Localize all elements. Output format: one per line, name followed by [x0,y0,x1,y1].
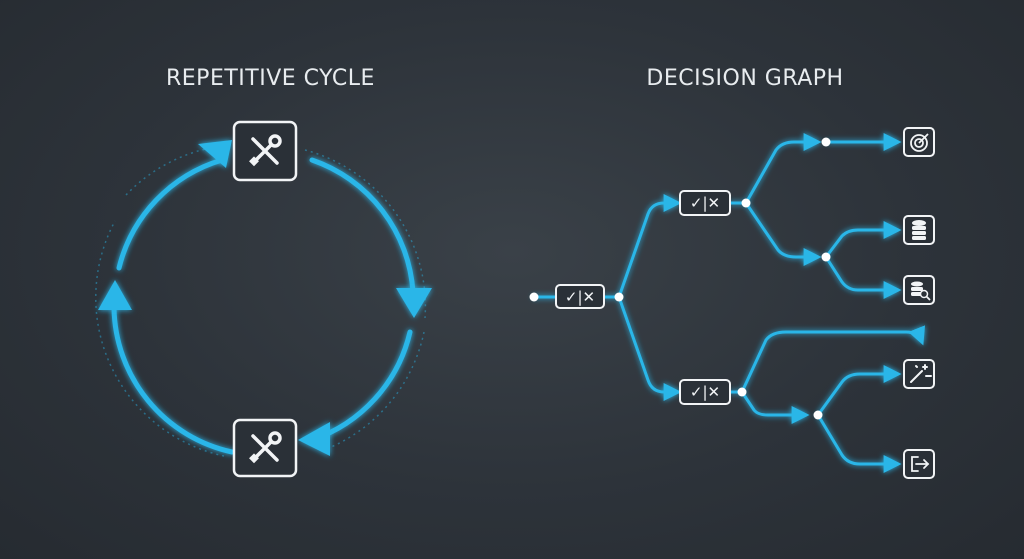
cycle-arrowhead-top [198,140,232,168]
cycle-arrowhead-left [98,280,132,310]
junction-dot [813,410,823,420]
edge-upper-to-junction-a [744,133,822,205]
junction-dot [614,292,624,302]
database-icon [912,220,926,240]
cycle-arc-top-right [309,157,416,295]
edge-junction-b-to-database [824,221,902,259]
outcome-exit [903,449,935,479]
junction-dot [821,137,831,147]
decision-node-root: ✓|✕ [555,284,605,309]
edge-upper-to-junction-b [744,201,822,266]
graph-title: DECISION GRAPH [646,66,844,91]
tools-icon [249,134,282,167]
start-dot [529,292,539,302]
edge-lower-to-wand-top [740,325,925,394]
cycle-arc-left [111,305,235,455]
cycle-arrowhead-bottom [298,422,330,456]
cycle-dotted-ring-bottom [323,331,425,451]
cycle-dotted-ring-left [95,220,225,457]
cycle-arc-top-left [116,157,225,271]
decision-graph: ✓|✕ ✓|✕ ✓|✕ [529,127,935,479]
outcome-magic-wand [903,359,935,389]
decision-node-upper: ✓|✕ [679,190,731,216]
edge-junction-c-to-exit [816,413,902,473]
edge-junction-b-to-search [824,255,902,299]
junction-dots [529,137,831,420]
decision-label: ✓|✕ [565,288,595,306]
cycle-dotted-ring-top [125,147,211,196]
cycle-arrowhead-right [396,288,432,318]
cycle-dotted-ring-right [304,149,427,319]
tools-icon [249,431,282,464]
cycle-title: REPETITIVE CYCLE [166,66,375,91]
target-icon [910,133,929,152]
cycle-diagram [95,120,432,478]
junction-dot [821,252,831,262]
junction-dot [741,198,751,208]
decision-label: ✓|✕ [690,194,720,212]
edge-to-lower-decision [617,295,682,401]
cycle-node-top [232,120,298,182]
database-search-icon [911,281,931,301]
outcome-database [903,215,935,245]
decision-node-lower: ✓|✕ [679,379,731,405]
junction-dot [737,387,747,397]
outcome-database-search [903,275,935,305]
outcome-target [903,127,935,157]
cycle-node-bottom [232,418,298,478]
edge-lower-to-junction-c [740,390,810,424]
magic-wand-icon [910,364,932,383]
exit-icon [911,456,930,472]
cycle-arc-bottom-right [309,329,413,443]
decision-label: ✓|✕ [690,383,720,401]
edge-to-upper-decision [617,194,682,299]
edge-junction-c-to-wand [816,365,902,417]
